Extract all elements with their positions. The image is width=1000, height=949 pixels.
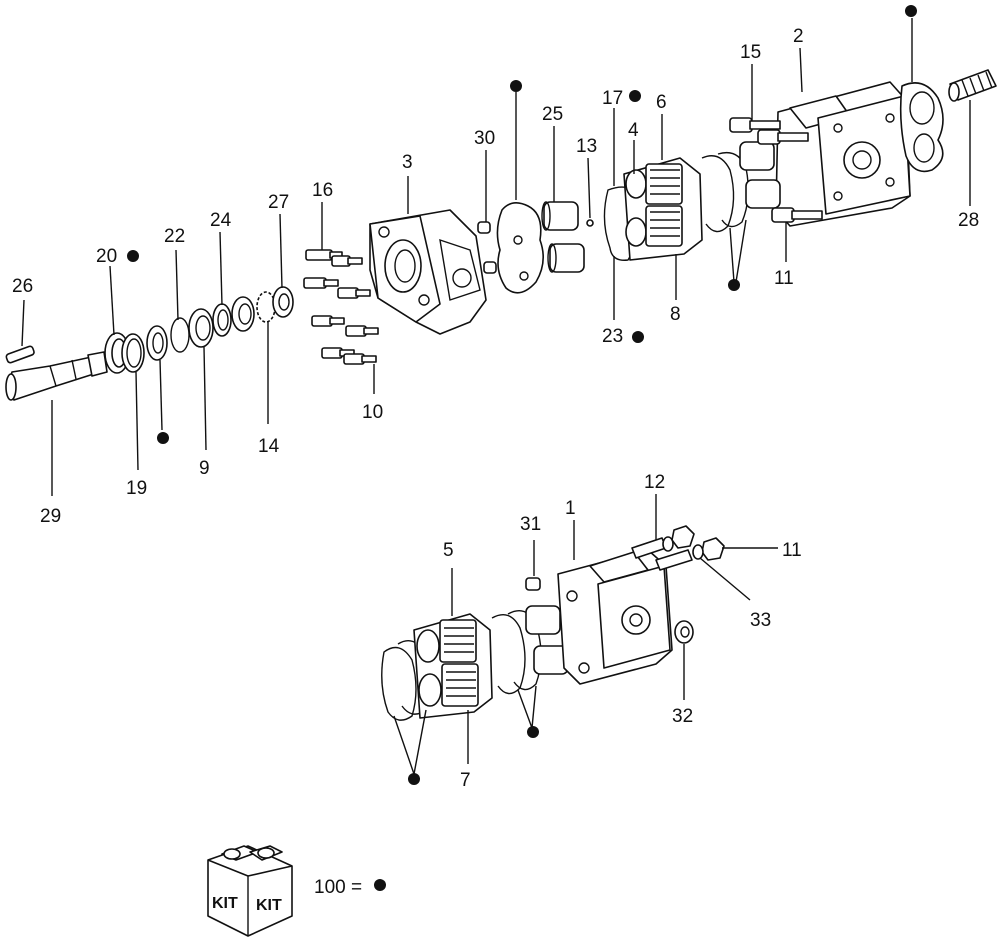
callout-27: 27 <box>268 192 289 213</box>
part-31-pin <box>525 577 541 591</box>
kit-dot-lower-rear <box>527 726 539 738</box>
part-11-15-screws <box>729 117 823 223</box>
callout-30: 30 <box>474 128 495 149</box>
callout-10: 10 <box>362 402 383 423</box>
callout-16: 16 <box>312 180 333 201</box>
part-26-key <box>5 345 35 364</box>
callout-15: 15 <box>740 42 761 63</box>
part-21-ring <box>121 333 145 373</box>
kit-legend: KIT KIT 100 = <box>207 845 386 937</box>
part-30-pins <box>477 221 497 274</box>
callout-7: 7 <box>460 770 471 791</box>
part-2-pump-body <box>775 81 911 227</box>
callout-11: 11 <box>774 268 794 289</box>
kit-box-icon: KIT KIT <box>207 845 293 937</box>
callout-9: 9 <box>199 458 210 479</box>
part-body-bushings <box>739 141 781 209</box>
part-25-bushings <box>541 201 585 273</box>
kit-number-label: 100 = <box>314 877 362 898</box>
callout-1: 1 <box>565 498 576 519</box>
kit-dot-23 <box>632 331 644 343</box>
part-gasket-front <box>496 202 544 294</box>
part-22-oring <box>170 317 190 353</box>
part-10-16-screws <box>303 249 379 365</box>
kit-box-label-left: KIT <box>212 895 238 912</box>
part-27-nut <box>272 286 294 318</box>
callout-2: 2 <box>793 26 804 47</box>
callout-32: 32 <box>672 706 693 727</box>
kit-marker-dots <box>127 5 917 785</box>
callout-20: 20 <box>96 246 117 267</box>
kit-dot-lower-front <box>408 773 420 785</box>
part-4-6-8-gears <box>623 157 703 261</box>
part-seal-washer <box>146 325 168 361</box>
callout-labels: 26 20 22 24 27 16 3 30 25 13 17 4 6 15 2… <box>12 26 979 791</box>
part-5-7-gears <box>413 613 493 719</box>
callout-3: 3 <box>402 152 413 173</box>
callout-13: 13 <box>576 136 597 157</box>
callout-33: 33 <box>750 610 771 631</box>
callout-23: 23 <box>602 326 623 347</box>
kit-dot-rear-seal <box>905 5 917 17</box>
part-28-sleeve <box>948 69 997 102</box>
callout-5: 5 <box>443 540 454 561</box>
part-13-pin <box>586 219 594 227</box>
kit-dot-19 <box>629 90 641 102</box>
callout-26: 26 <box>12 276 33 297</box>
kit-dot-gasket <box>510 80 522 92</box>
callout-19: 17 <box>602 88 623 109</box>
callout-31: 31 <box>520 514 541 535</box>
part-24-ring <box>212 303 232 337</box>
kit-dot-gaskets <box>728 279 740 291</box>
callout-8: 8 <box>670 304 681 325</box>
part-12-nuts <box>662 525 725 561</box>
part-1-pump-body <box>557 549 673 685</box>
callout-21: 19 <box>126 478 147 499</box>
callout-14: 12 <box>644 472 665 493</box>
part-29-shaft <box>5 351 108 401</box>
part-32-washer <box>674 620 694 644</box>
kit-box-label-right: KIT <box>256 897 282 914</box>
part-17-lock-washer <box>256 291 276 323</box>
part-ring-stack <box>231 296 255 332</box>
part-14-studs <box>631 537 693 571</box>
kit-dot-seal <box>157 432 169 444</box>
callout-17: 14 <box>258 436 280 457</box>
callout-25: 25 <box>542 104 563 125</box>
callout-22: 22 <box>164 226 185 247</box>
part-lower-bushings <box>525 605 569 675</box>
kit-dot-20 <box>127 250 139 262</box>
callout-28: 28 <box>958 210 979 231</box>
part-9-bearing <box>188 308 214 348</box>
leader-lines <box>21 18 971 775</box>
callout-12: 11 <box>782 540 802 561</box>
callout-6: 6 <box>656 92 667 113</box>
part-3-front-flange <box>369 209 487 335</box>
kit-legend-dot-icon <box>374 879 386 891</box>
callout-29: 29 <box>40 506 61 527</box>
callout-24: 24 <box>210 210 232 231</box>
callout-4: 4 <box>628 120 639 141</box>
part-rear-seal <box>899 82 944 173</box>
